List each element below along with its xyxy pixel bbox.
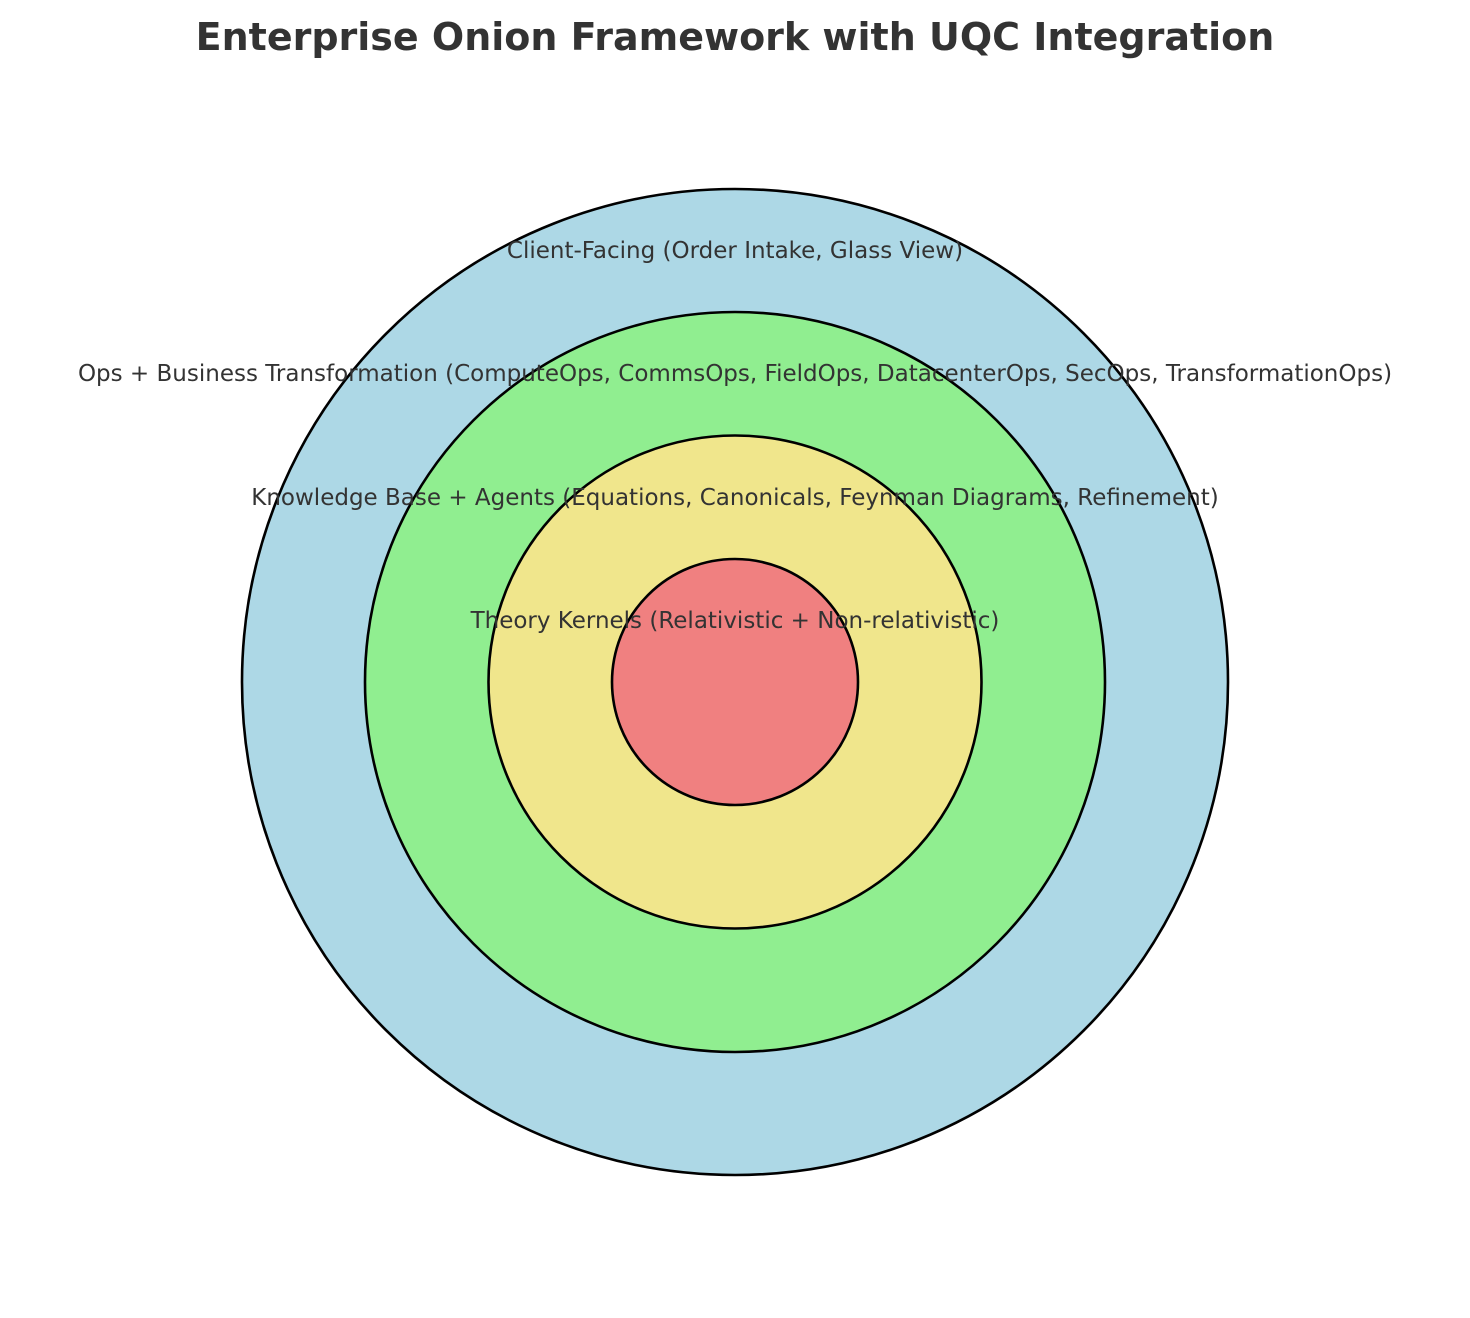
layer-label-client-facing: Client-Facing (Order Intake, Glass View) — [507, 238, 963, 264]
layer-label-theory-kernels: Theory Kernels (Relativistic + Non-relat… — [470, 608, 1000, 634]
diagram-title: Enterprise Onion Framework with UQC Inte… — [196, 15, 1275, 59]
layer-label-ops-business-transformation: Ops + Business Transformation (ComputeOp… — [78, 361, 1392, 387]
layer-label-knowledge-base-agents: Knowledge Base + Agents (Equations, Cano… — [251, 485, 1218, 511]
layer-ring-theory-kernels — [610, 557, 860, 807]
